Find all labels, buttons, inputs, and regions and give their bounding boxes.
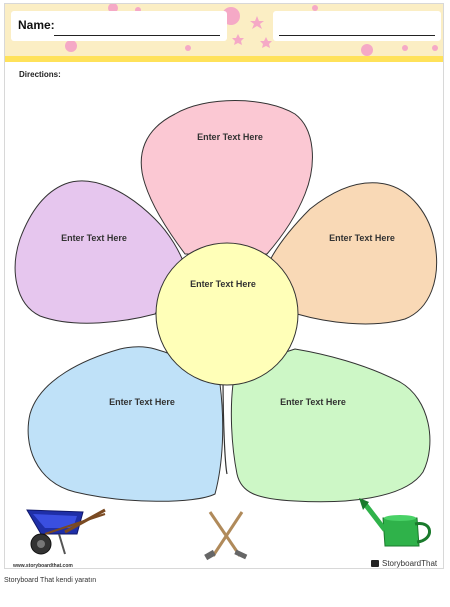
petal-upper-left-text[interactable]: Enter Text Here	[61, 233, 127, 243]
second-field[interactable]	[273, 11, 441, 41]
name-underline	[54, 35, 220, 36]
flower-organizer	[14, 100, 438, 561]
header-band: Name:	[5, 4, 443, 62]
petal-upper-left	[14, 180, 186, 324]
storyboard-logo-icon	[371, 560, 379, 567]
petal-top-text[interactable]: Enter Text Here	[197, 132, 263, 142]
petal-lower-right-text[interactable]: Enter Text Here	[280, 397, 346, 407]
flower-center	[155, 242, 299, 386]
wheelbarrow-icon	[26, 508, 106, 555]
petal-upper-right	[266, 182, 438, 325]
brand-name: StoryboardThat	[382, 559, 438, 568]
watering-can-icon	[359, 498, 431, 547]
caption-link[interactable]: Storyboard That kendi yaratın	[4, 577, 97, 584]
second-underline	[279, 35, 435, 36]
worksheet: Name: Directions:	[4, 3, 444, 569]
petal-upper-right-text[interactable]: Enter Text Here	[329, 233, 395, 243]
petal-lower-left	[27, 346, 224, 502]
directions-label: Directions:	[19, 70, 61, 79]
footer-url: www.storyboardthat.com	[13, 563, 73, 569]
name-field[interactable]: Name:	[11, 11, 227, 41]
petal-lower-right	[230, 348, 431, 503]
brand-logo: StoryboardThat	[371, 559, 437, 568]
petal-top	[140, 100, 313, 255]
petal-lower-left-text[interactable]: Enter Text Here	[109, 397, 175, 407]
center-text[interactable]: Enter Text Here	[190, 279, 256, 289]
garden-tools-icon	[204, 511, 248, 561]
name-label: Name:	[18, 18, 55, 32]
